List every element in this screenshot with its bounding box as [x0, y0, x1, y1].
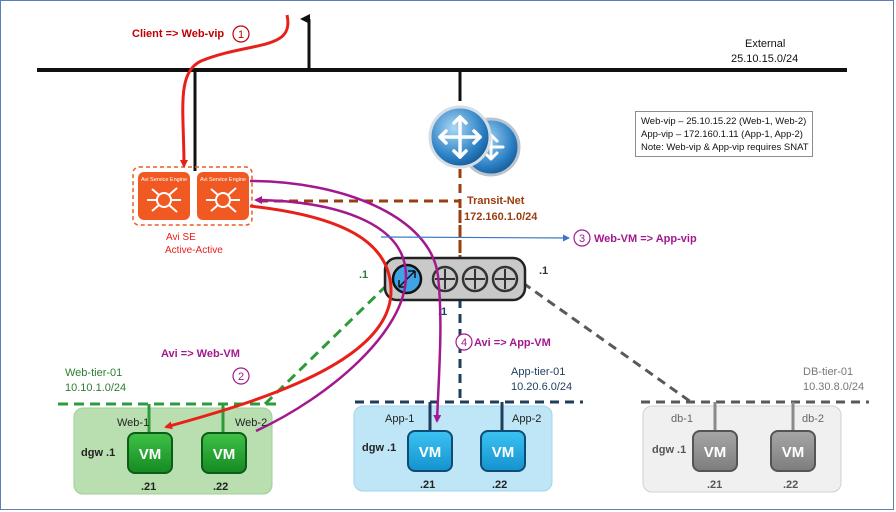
web-tier-name: Web-tier-01 [65, 367, 122, 379]
service-engine-1 [138, 172, 190, 220]
external-subnet: 25.10.15.0/24 [731, 53, 798, 65]
dr-port-bottom: .1 [438, 306, 447, 318]
web-tier-subnet: 10.10.1.0/24 [65, 382, 126, 394]
external-network: External 25.10.15.0/24 [37, 14, 847, 171]
app-tier-subnet: 10.20.6.0/24 [511, 381, 572, 393]
step-2-number: 2 [238, 371, 244, 383]
web-1-name: Web-1 [117, 417, 149, 429]
db-1-name: db-1 [671, 413, 693, 425]
service-engine-group: Avi Service Engine Avi Service Engine Av… [132, 166, 253, 256]
flow-4-label: Avi => App-VM [474, 337, 551, 349]
flow-avi-to-web-vm [164, 204, 393, 430]
app-2-name: App-2 [512, 413, 541, 425]
web-2-vm-icon [201, 432, 247, 474]
step-1-badge [232, 25, 250, 43]
db-tier-gateway: dgw .1 [652, 444, 686, 456]
db-2-vm-label: VM [782, 444, 805, 461]
flow-client-to-web-vip [179, 14, 290, 168]
app-2-ip: .22 [492, 479, 507, 491]
dr-port-left: .1 [359, 269, 368, 281]
vip-note-app: App-vip – 172.160.1.11 (App-1, App-2) [641, 129, 803, 140]
db-1-vm-label: VM [704, 444, 727, 461]
step-3-number: 3 [579, 233, 585, 245]
vip-notes-box: Web-vip – 25.10.15.22 (Web-1, Web-2) App… [635, 111, 813, 157]
app-tier-network [355, 299, 583, 431]
se-name: Avi SE [166, 232, 196, 243]
router-icon [428, 105, 521, 177]
transit-network: Transit-Net 172.160.1.0/24 [259, 169, 538, 263]
db-tier-name: DB-tier-01 [803, 366, 853, 378]
web-2-vm-label: VM [213, 446, 236, 463]
app-1-vm-icon [407, 430, 453, 472]
web-2-name: Web-2 [235, 417, 267, 429]
web-1-vm-label: VM [139, 446, 162, 463]
se-2-chip-label: Avi Service Engine [200, 177, 246, 183]
se-1-chip-label: Avi Service Engine [141, 177, 187, 183]
vip-note-web: Web-vip – 25.10.15.22 (Web-1, Web-2) [641, 116, 807, 127]
load-balancer-icon [147, 187, 181, 213]
app-tier-gateway: dgw .1 [362, 442, 396, 454]
db-tier-network [522, 281, 869, 431]
vip-note-snat: Note: Web-vip & App-vip requires SNAT [641, 142, 809, 153]
db-tier-subnet: 10.30.8.0/24 [803, 381, 864, 393]
web-dr-link [263, 281, 391, 406]
step-4-number: 4 [461, 337, 467, 349]
db-1-ip: .21 [707, 479, 722, 491]
web-1-vm-icon [127, 432, 173, 474]
se-mode: Active-Active [165, 245, 223, 256]
app-2-vm-label: VM [492, 444, 515, 461]
flow-2-label: Avi => Web-VM [161, 348, 240, 360]
step-2-badge [232, 367, 250, 385]
app-1-name: App-1 [385, 413, 414, 425]
web-1-ip: .21 [141, 481, 156, 493]
app-1-vm-label: VM [419, 444, 442, 461]
flow-1-label: Client => Web-vip [132, 28, 224, 40]
flow-avi-to-app-vm [249, 179, 442, 423]
web-tier-gateway: dgw .1 [81, 447, 115, 459]
step-4-badge [455, 333, 473, 351]
db-2-vm-icon [770, 430, 816, 472]
db-1-vm-icon [692, 430, 738, 472]
service-engine-2 [197, 172, 249, 220]
load-balancer-icon [206, 187, 240, 213]
transit-net-label: Transit-Net [467, 195, 525, 207]
flow-web-vm-return [254, 196, 408, 433]
flow-3-label: Web-VM => App-vip [594, 233, 697, 245]
flow-web-vm-to-app-vip [380, 234, 570, 242]
step-1-number: 1 [238, 29, 244, 41]
transit-net-subnet: 172.160.1.0/24 [464, 211, 538, 223]
db-2-ip: .22 [783, 479, 798, 491]
app-tier-name: App-tier-01 [511, 366, 565, 378]
app-1-ip: .21 [420, 479, 435, 491]
dr-port-right: .1 [539, 265, 548, 277]
web-2-ip: .22 [213, 481, 228, 493]
se-group-border [132, 166, 253, 226]
step-3-badge [573, 229, 591, 247]
app-2-vm-icon [480, 430, 526, 472]
db-dr-link [522, 281, 692, 404]
db-2-name: db-2 [802, 413, 824, 425]
external-label: External [745, 38, 785, 50]
